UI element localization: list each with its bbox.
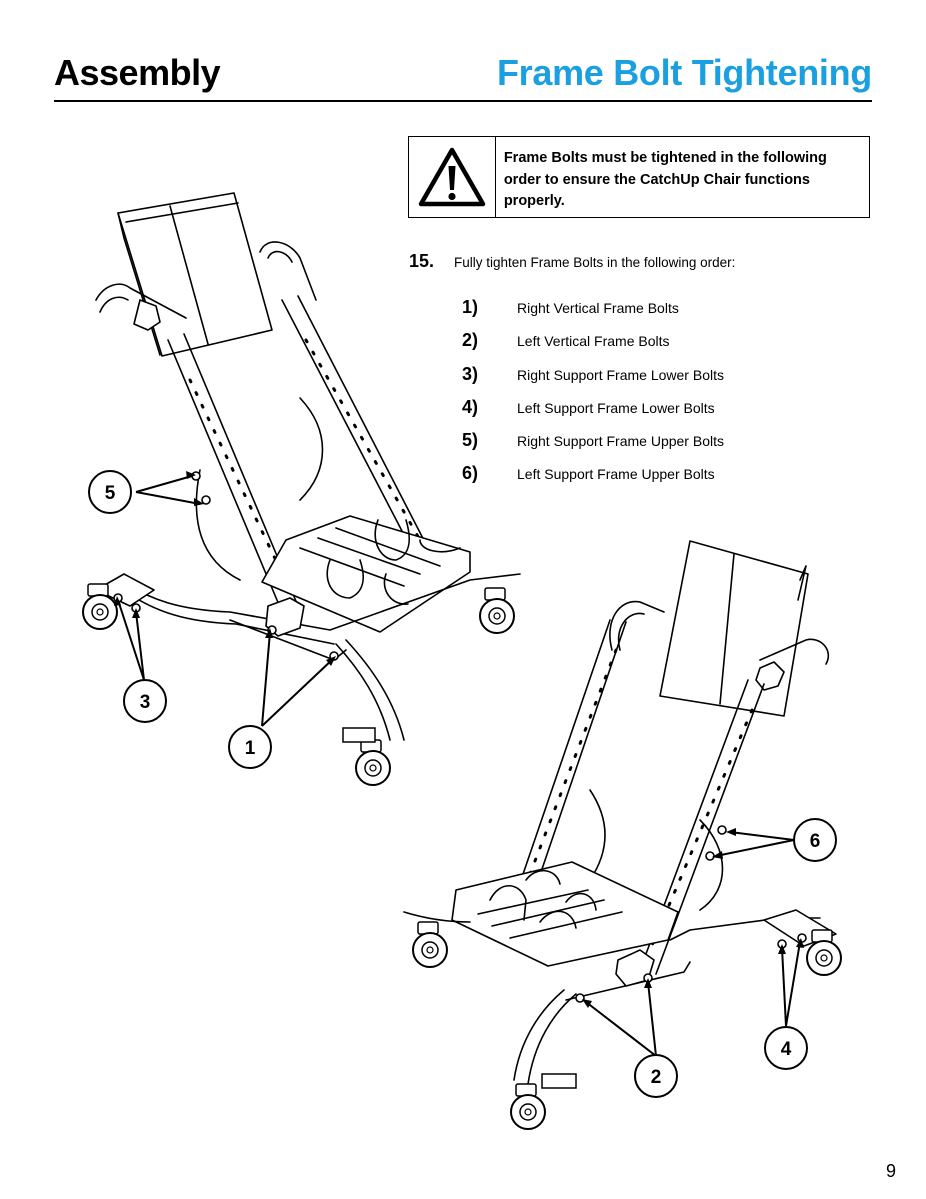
order-number: 2) xyxy=(462,330,479,351)
order-number: 3) xyxy=(462,363,479,384)
svg-text:6: 6 xyxy=(810,831,821,852)
svg-text:1: 1 xyxy=(245,738,256,759)
callout-1: 1 xyxy=(228,725,272,769)
order-label: Right Vertical Frame Bolts xyxy=(517,300,679,316)
list-item: 4) Left Support Frame Lower Bolts xyxy=(462,397,724,430)
warning-triangle-icon xyxy=(418,147,486,207)
order-label: Right Support Frame Upper Bolts xyxy=(517,433,724,450)
list-item: 3) Right Support Frame Lower Bolts xyxy=(462,364,724,397)
order-label: Right Support Frame Lower Bolts xyxy=(517,366,724,383)
svg-text:5: 5 xyxy=(105,483,116,504)
step-15: 15. Fully tighten Frame Bolts in the fol… xyxy=(409,251,735,272)
warning-text: Frame Bolts must be tightened in the fol… xyxy=(503,150,827,209)
order-number: 5) xyxy=(462,430,479,451)
svg-text:3: 3 xyxy=(140,692,151,713)
callout-arrows-1 xyxy=(117,475,335,727)
page-title: Frame Bolt Tightening xyxy=(496,52,872,93)
list-item: 5) Right Support Frame Upper Bolts xyxy=(462,430,724,463)
warning-box: Frame Bolts must be tightened in the fol… xyxy=(408,136,870,218)
list-item: 6) Left Support Frame Upper Bolts xyxy=(462,463,724,496)
order-number: 4) xyxy=(462,396,479,417)
page-number: 9 xyxy=(885,1161,896,1181)
callout-6: 6 xyxy=(793,818,837,862)
order-label: Left Support Frame Lower Bolts xyxy=(517,399,715,416)
step-instruction: Fully tighten Frame Bolts in the followi… xyxy=(454,255,736,270)
order-label: Left Vertical Frame Bolts xyxy=(517,333,670,350)
callout-2: 2 xyxy=(634,1054,678,1098)
step-number: 15. xyxy=(409,251,435,271)
tightening-order-list: 1) Right Vertical Frame Bolts 2) Left Ve… xyxy=(462,297,724,497)
callout-3: 3 xyxy=(123,679,167,723)
order-number: 1) xyxy=(462,297,479,317)
callout-arrows-2 xyxy=(585,831,801,1057)
callout-5: 5 xyxy=(88,470,132,514)
chair-illustration-left-side xyxy=(403,540,837,1085)
callout-4: 4 xyxy=(764,1026,808,1070)
order-number: 6) xyxy=(462,463,479,484)
chair-illustration-right-side xyxy=(95,192,521,741)
warning-icon-cell xyxy=(409,137,496,217)
svg-text:4: 4 xyxy=(781,1039,792,1060)
svg-text:2: 2 xyxy=(651,1067,662,1088)
header-rule xyxy=(54,100,872,102)
list-item: 1) Right Vertical Frame Bolts xyxy=(462,297,724,330)
order-label: Left Support Frame Upper Bolts xyxy=(517,466,715,483)
list-item: 2) Left Vertical Frame Bolts xyxy=(462,330,724,363)
section-title: Assembly xyxy=(54,52,221,93)
